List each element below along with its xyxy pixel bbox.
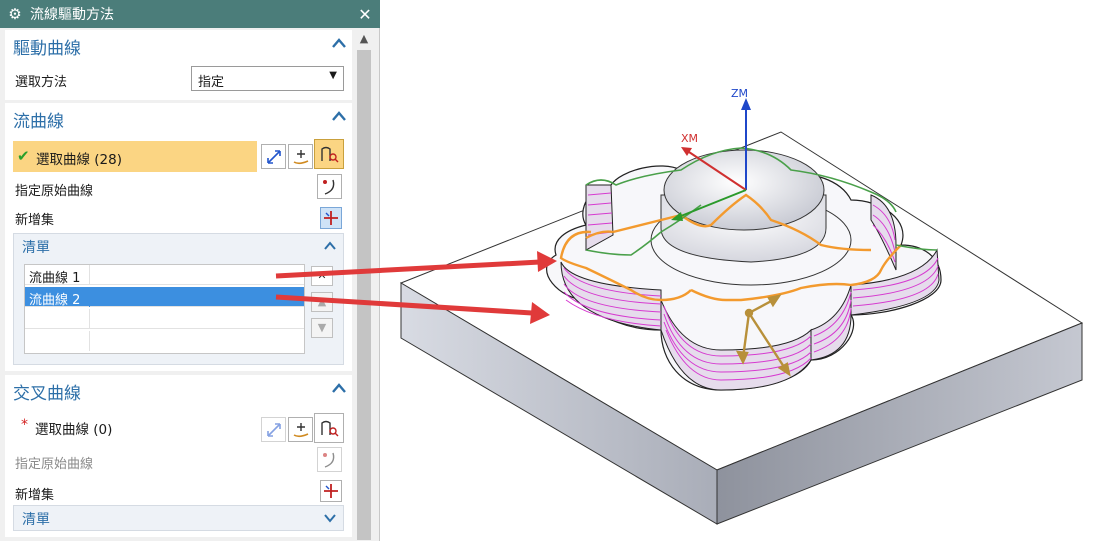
move-up-button[interactable]: ▲ (311, 292, 333, 312)
list-item-label: 流曲線 1 (25, 265, 90, 286)
scrollbar-thumb[interactable] (357, 50, 371, 540)
streamline-dialog: ⚙ 流線驅動方法 ✕ ▲ 驅動曲線 選取方法 指定 ▼ 流曲線 ✔ (0, 0, 380, 541)
add-point-icon (293, 149, 308, 164)
flow-curves-section: 流曲線 ✔ 選取曲線 (28) (5, 103, 352, 371)
select-method-label: 選取方法 (15, 75, 68, 90)
cross-curves-section: 交叉曲線 * 選取曲線 (0) (5, 375, 352, 537)
origin-curve-icon (322, 452, 334, 468)
flow-curves-header[interactable]: 流曲線 (5, 103, 352, 133)
gear-icon[interactable]: ⚙ (8, 5, 22, 23)
select-method-dropdown[interactable]: 指定 ▼ (191, 66, 344, 91)
select-method-value: 指定 (198, 75, 225, 90)
arrow-down-icon: ▼ (317, 321, 327, 334)
collapse-chevron-icon[interactable] (330, 381, 348, 397)
flow-add-set-button[interactable] (320, 207, 342, 229)
axis-x-label: XM (681, 132, 698, 145)
add-point-icon (293, 422, 308, 437)
curve-selector-button[interactable] (314, 413, 344, 443)
cross-specify-origin-label: 指定原始曲線 (15, 457, 94, 472)
collapse-chevron-icon[interactable] (330, 109, 348, 125)
reverse-direction-button[interactable] (261, 144, 286, 169)
origin-curve-icon (322, 179, 334, 195)
add-point-button[interactable] (288, 144, 313, 169)
curve-selector-icon (321, 146, 339, 163)
panel-scrollbar[interactable]: ▲ (354, 30, 374, 540)
curve-selector-button[interactable] (314, 139, 344, 169)
remove-item-button[interactable]: ✕ (311, 266, 333, 286)
required-asterisk-icon: * (21, 417, 28, 433)
cross-add-set-button[interactable] (320, 480, 342, 502)
cross-add-set-label: 新增集 (15, 488, 55, 503)
cross-select-curves-label: 選取曲線 (0) (35, 422, 113, 438)
gear-pocket (546, 147, 942, 391)
reverse-direction-button[interactable] (261, 417, 286, 442)
dialog-titlebar: ⚙ 流線驅動方法 ✕ (0, 0, 380, 28)
flow-curve-list[interactable]: 流曲線 1 流曲線 2 (24, 264, 305, 354)
add-point-button[interactable] (288, 417, 313, 442)
cross-specify-origin-button[interactable] (317, 447, 342, 472)
arrow-up-icon: ▲ (317, 295, 327, 308)
cross-curves-title: 交叉曲線 (13, 384, 81, 404)
chevron-down-icon: ▼ (329, 70, 337, 81)
add-set-icon (324, 211, 338, 225)
flow-list-title: 清單 (22, 240, 50, 256)
cross-list-panel[interactable]: 清單 (13, 505, 344, 531)
reverse-direction-icon (266, 149, 281, 164)
check-icon: ✔ (17, 147, 30, 165)
flow-specify-origin-label: 指定原始曲線 (15, 184, 94, 199)
drive-curves-section: 驅動曲線 選取方法 指定 ▼ (5, 30, 352, 100)
cross-curves-header[interactable]: 交叉曲線 (5, 375, 352, 405)
flow-specify-origin-button[interactable] (317, 174, 342, 199)
list-item-empty (25, 331, 304, 351)
expand-chevron-icon[interactable] (321, 510, 339, 526)
drive-curves-title: 驅動曲線 (13, 39, 81, 59)
axis-z-label: ZM (731, 87, 748, 100)
flow-list-panel: 清單 流曲線 1 流曲線 2 ✕ ▲ ▼ (13, 233, 344, 365)
collapse-chevron-icon[interactable] (330, 36, 348, 52)
close-icon[interactable]: ✕ (358, 4, 372, 24)
cad-model-view: ZM XM (399, 87, 1084, 525)
flow-select-curves-label: 選取曲線 (28) (36, 152, 123, 168)
drive-curves-header[interactable]: 驅動曲線 (5, 30, 352, 60)
cross-list-title: 清單 (22, 512, 50, 528)
flow-add-set-label: 新增集 (15, 213, 55, 228)
move-down-button[interactable]: ▼ (311, 318, 333, 338)
list-item-selected[interactable]: 流曲線 2 (25, 287, 304, 308)
list-item[interactable]: 流曲線 1 (25, 265, 304, 286)
list-item-label: 流曲線 2 (25, 287, 90, 308)
scroll-up-icon[interactable]: ▲ (359, 32, 369, 45)
add-set-icon (324, 484, 338, 498)
list-item-empty (25, 309, 304, 329)
reverse-direction-icon (266, 422, 281, 437)
close-icon: ✕ (317, 269, 327, 282)
dialog-title: 流線驅動方法 (30, 7, 114, 23)
flow-curves-title: 流曲線 (13, 112, 64, 132)
direction-arrows (735, 294, 791, 377)
flow-select-curves-row[interactable]: ✔ 選取曲線 (28) (13, 141, 257, 172)
graphics-viewport[interactable]: ZM XM (381, 0, 1093, 541)
collapse-chevron-icon[interactable] (321, 238, 339, 254)
toolpath-walls (560, 184, 940, 391)
wcs-axes: ZM XM (671, 87, 751, 221)
curve-selector-icon (321, 420, 339, 437)
